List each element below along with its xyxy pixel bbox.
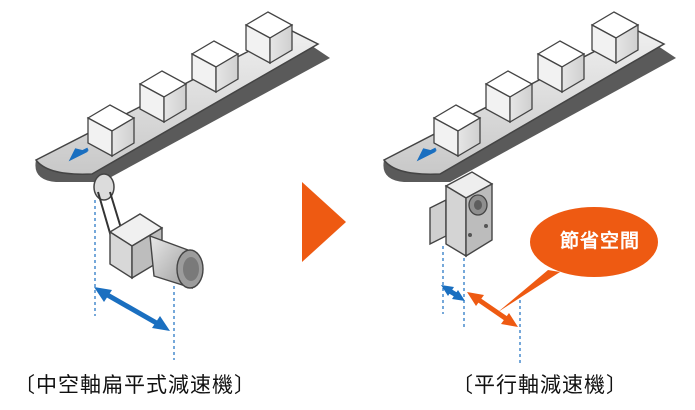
belt-arrow-icon (68, 147, 89, 162)
width-dimension-arrow-icon (94, 287, 170, 331)
box (138, 70, 188, 124)
width-dimension-arrow-icon (441, 285, 465, 301)
box (86, 104, 136, 158)
left-conveyor (34, 29, 331, 201)
callout-label: 節省空間 (560, 230, 641, 252)
belt-arrow-icon (416, 147, 437, 162)
space-saving-callout (498, 207, 658, 312)
right-boxes (432, 11, 640, 158)
right-caption: 〔平行軸減速機〕 (452, 373, 628, 397)
box (432, 104, 482, 158)
left-dimension (94, 200, 175, 360)
parallel-shaft-motor (429, 171, 494, 258)
width-dimension-arrow-icon (467, 292, 518, 327)
next-step-arrow-icon (302, 182, 346, 262)
box (484, 70, 534, 124)
box (244, 11, 294, 65)
box (536, 40, 586, 94)
hollow-shaft-motor (97, 191, 204, 289)
box (590, 11, 640, 65)
box (190, 40, 240, 94)
right-dimension (441, 246, 521, 366)
left-boxes (86, 11, 294, 158)
left-caption: 〔中空軸扁平式減速機〕 (14, 373, 256, 397)
